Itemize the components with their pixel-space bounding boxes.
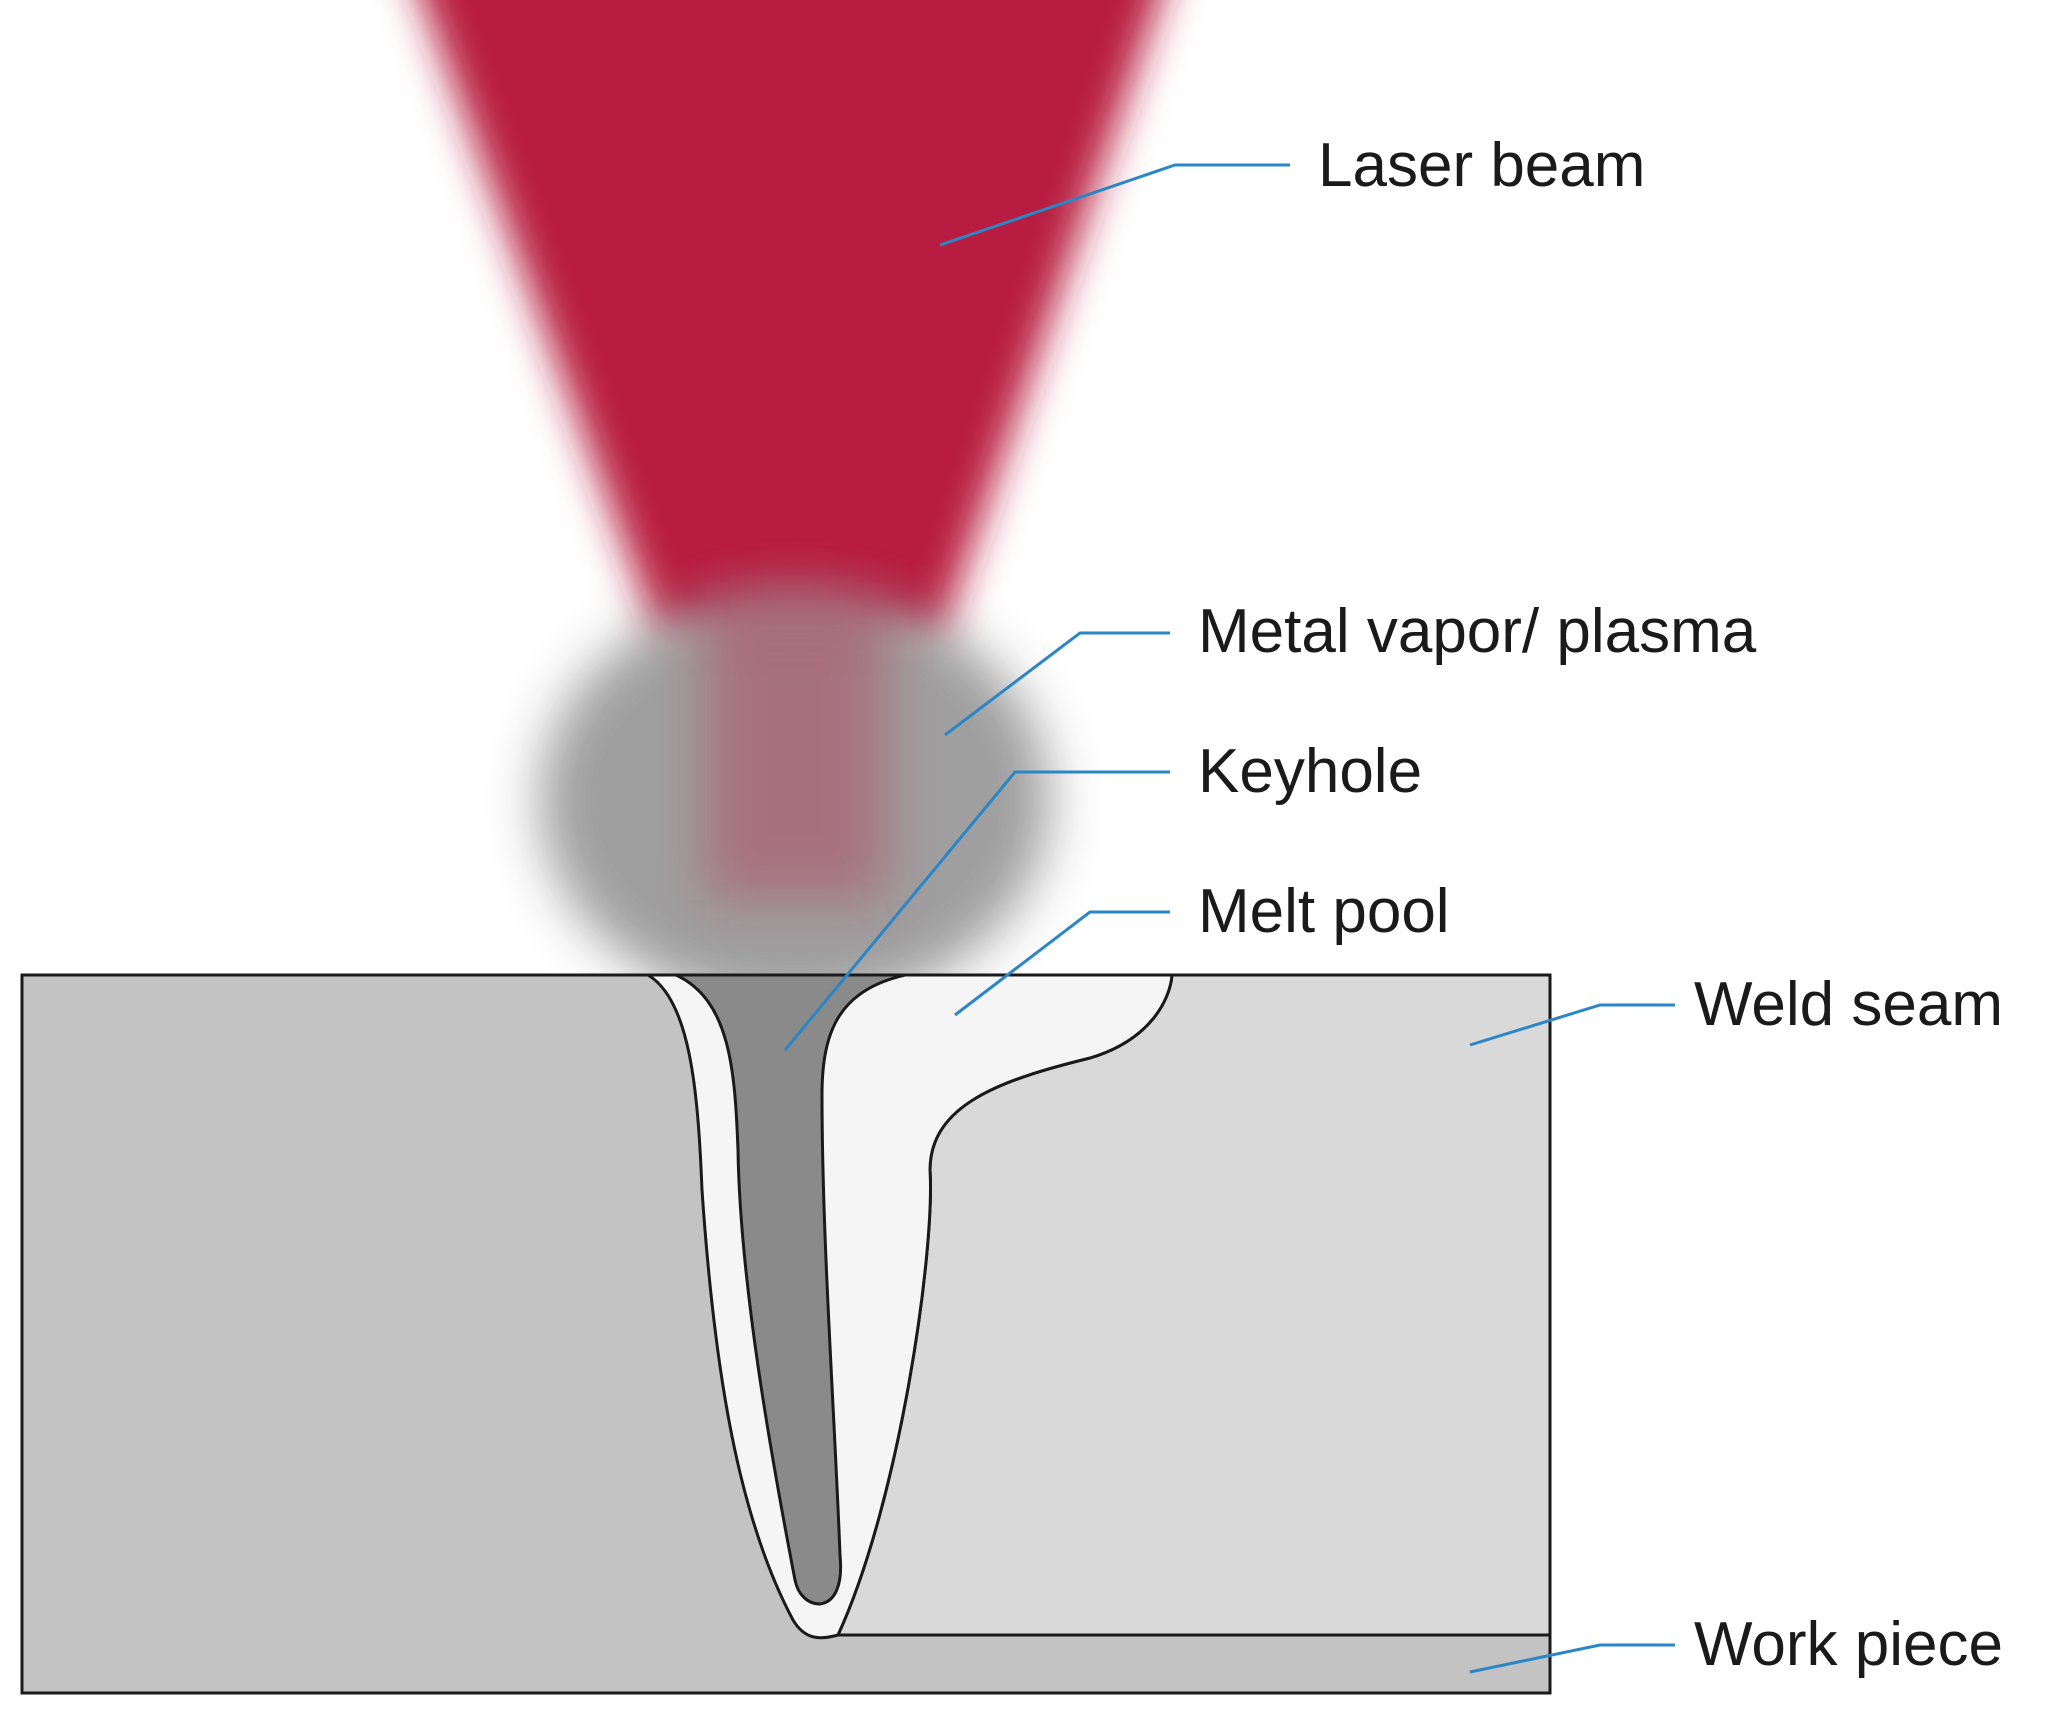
laser-beam [422, 0, 1160, 640]
beam-core [705, 600, 885, 900]
keyhole-leader [783, 770, 1170, 1051]
melt-pool-label: Melt pool [1198, 877, 1450, 946]
weld-seam-label: Weld seam [1694, 970, 2003, 1039]
melt-pool-leader [954, 910, 1170, 1017]
laser-beam-leader [939, 163, 1290, 247]
metal-vapor-leader [944, 631, 1170, 737]
weld-seam-leader [1469, 1003, 1675, 1047]
work-piece-leader [1469, 1643, 1675, 1674]
work-piece-label: Work piece [1694, 1610, 2003, 1679]
metal-vapor-label: Metal vapor/ plasma [1198, 597, 1757, 666]
keyhole-label: Keyhole [1198, 737, 1422, 806]
keyhole [675, 973, 906, 1606]
laser-beam-label: Laser beam [1318, 131, 1645, 200]
